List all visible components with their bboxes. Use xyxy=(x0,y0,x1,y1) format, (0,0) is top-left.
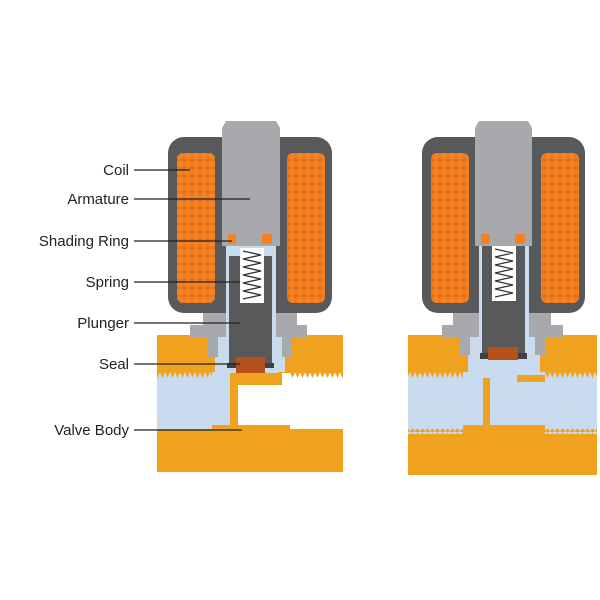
seal xyxy=(236,357,265,373)
shading-ring-right xyxy=(262,234,272,244)
label-spring: Spring xyxy=(86,274,129,291)
labels xyxy=(134,169,250,431)
label-shading-ring: Shading Ring xyxy=(39,233,129,250)
label-plunger: Plunger xyxy=(77,315,129,332)
label-armature: Armature xyxy=(67,191,129,208)
valve-open xyxy=(408,121,597,475)
label-seal: Seal xyxy=(99,356,129,373)
coil-winding-left xyxy=(177,153,215,303)
label-valve-body: Valve Body xyxy=(54,422,129,439)
armature xyxy=(222,121,280,246)
coil-winding-right xyxy=(287,153,325,303)
shading-ring-left xyxy=(228,234,236,244)
outlet-channel xyxy=(238,385,343,425)
valve-closed xyxy=(157,121,343,472)
label-coil: Coil xyxy=(103,162,129,179)
